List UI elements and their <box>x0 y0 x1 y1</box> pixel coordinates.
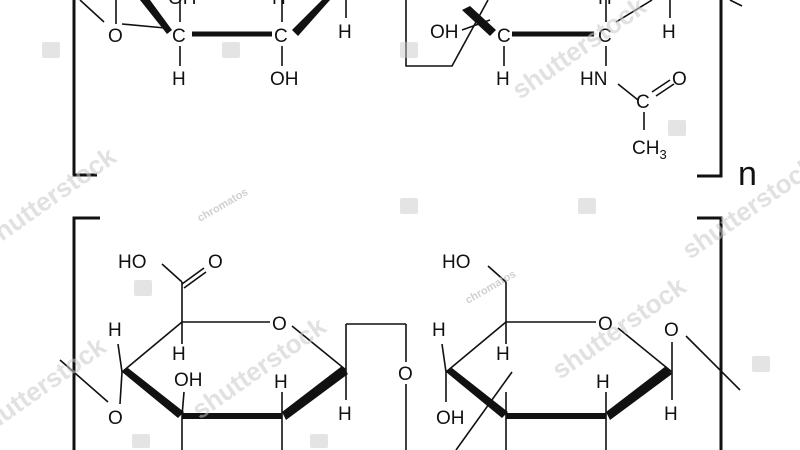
top-left-ring <box>79 0 347 66</box>
watermark-logo-icon <box>222 42 240 58</box>
bottom-left-oxygen: O <box>108 408 123 429</box>
glycosidic-oxygen: O <box>398 364 413 385</box>
bottom-ring2-h-c1: H <box>664 404 678 425</box>
acetyl-carbon: C <box>636 92 650 113</box>
top-ring2-h-top: H <box>598 0 612 9</box>
bottom-left-ring <box>59 263 407 450</box>
watermark-logo-icon <box>578 198 596 214</box>
watermark-logo-icon <box>400 198 418 214</box>
repeat-subscript-n: n <box>738 155 757 193</box>
bottom-ring2-h-c5: H <box>496 344 510 365</box>
watermark-logo-icon <box>42 42 60 58</box>
watermark-brand-6: shutterstock <box>0 331 112 445</box>
watermark-brand-2: shutterstock <box>0 141 122 255</box>
watermark-logo-icon <box>668 120 686 136</box>
top-ring1-oh-bottom: OH <box>270 69 299 90</box>
bottom-ring1-oxygen: O <box>272 314 287 335</box>
watermark-credit-1: chromatos <box>196 186 251 225</box>
bottom-ring1-h-c2: H <box>274 372 288 393</box>
top-ring1-carbon-1: C <box>172 26 186 47</box>
top-ring2-h-right: H <box>662 22 676 43</box>
top-ring1-h-bottom: H <box>172 69 186 90</box>
bracket-top-right <box>697 0 723 178</box>
watermark-brand-4: shutterstock <box>186 311 331 425</box>
bottom-right-ring <box>441 265 741 450</box>
watermark-logo-icon <box>752 356 770 372</box>
watermark-logo-icon <box>400 42 418 58</box>
bracket-top-left <box>72 0 97 177</box>
bottom-ring1-oh: OH <box>174 370 203 391</box>
top-ring1-oxygen: O <box>108 26 123 47</box>
top-ring1-oh-top: OH <box>168 0 197 9</box>
top-ring1-carbon-2: C <box>274 26 288 47</box>
top-right-ring <box>405 0 743 130</box>
bracket-bottom-right <box>697 216 723 450</box>
top-ring2-carbon-2: C <box>598 26 612 47</box>
top-ring1-h-top: H <box>272 0 286 9</box>
acetyl-methyl: CH3 <box>632 138 667 162</box>
bottom-ring2-h-c2: H <box>596 372 610 393</box>
ch2oh-ho: HO <box>442 252 471 273</box>
watermark-logo-icon <box>132 434 150 448</box>
acetyl-hn: HN <box>580 69 607 90</box>
acetyl-oxygen: O <box>672 69 687 90</box>
bottom-right-oxygen: O <box>664 320 679 341</box>
bottom-ring2-h-left: H <box>432 320 446 341</box>
carboxyl-oxygen: O <box>208 252 223 273</box>
bottom-ring1-h-c1: H <box>338 404 352 425</box>
bottom-ring1-h-c5: H <box>172 344 186 365</box>
watermark-brand-1: shutterstock <box>506 0 651 105</box>
bottom-ring2-oh: OH <box>436 408 465 429</box>
bottom-ring2-oxygen: O <box>598 314 613 335</box>
watermark-credit-2: chromatos <box>464 268 519 307</box>
bottom-ring1-h-left: H <box>108 320 122 341</box>
top-ring1-h-right: H <box>338 22 352 43</box>
top-ring2-h-bottom: H <box>496 69 510 90</box>
watermark-logo-icon <box>310 434 328 448</box>
carboxyl-ho: HO <box>118 252 147 273</box>
top-ring2-oh: OH <box>430 22 459 43</box>
watermark-logo-icon <box>134 280 152 296</box>
top-ring2-carbon-1: C <box>497 26 511 47</box>
